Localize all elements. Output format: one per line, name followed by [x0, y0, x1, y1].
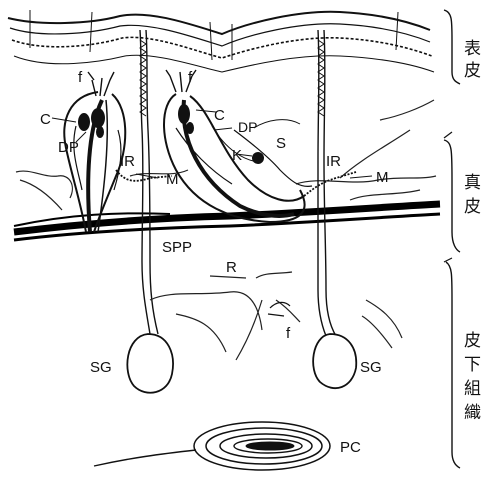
right-hair-follicle: [164, 70, 312, 222]
layer-epidermis-char2: 皮: [464, 61, 481, 81]
label-spp: SPP: [162, 239, 192, 256]
epidermis-layer: [8, 10, 434, 72]
label-k: K: [232, 147, 242, 164]
layer-epidermis-char1: 表: [464, 39, 481, 59]
label-r: R: [226, 259, 237, 276]
label-sg-right: SG: [360, 359, 382, 376]
layer-divider-1: [444, 132, 452, 138]
right-sweat-gland: [313, 334, 356, 388]
layer-subcutis-char2: 下: [464, 355, 481, 375]
layer-brackets: [444, 10, 460, 468]
layer-subcutis-char4: 織: [464, 403, 481, 423]
layer-subcutis-char1: 皮: [464, 331, 481, 351]
label-f-right: f: [188, 69, 193, 86]
label-s: S: [276, 135, 286, 152]
label-sg-left: SG: [90, 359, 112, 376]
left-sweat-gland: [127, 334, 173, 393]
label-c-left: C: [40, 111, 51, 128]
right-arrector-pili: [304, 172, 356, 196]
label-f-lower: f: [286, 325, 291, 342]
layer-divider-2: [444, 258, 452, 262]
label-dp-left: DP: [58, 139, 79, 156]
layer-dermis-char1: 真: [464, 173, 481, 193]
layer-dermis-char2: 皮: [464, 197, 481, 217]
left-sweat-duct: [140, 30, 158, 334]
label-pc: PC: [340, 439, 361, 456]
label-dp-right: DP: [238, 119, 257, 135]
label-f-left: f: [78, 69, 83, 86]
label-m-left: M: [166, 171, 179, 188]
label-ir-right: IR: [326, 153, 341, 170]
label-ir-left: IR: [120, 153, 135, 170]
right-sweat-duct: [318, 30, 336, 336]
label-m-right: M: [376, 169, 389, 186]
layer-subcutis-char3: 組: [464, 379, 481, 399]
subcutis-fibers: [150, 272, 402, 360]
label-c-right: C: [214, 107, 225, 124]
subpapillary-plexus: [14, 204, 440, 240]
merkel-cell-k: [252, 152, 264, 164]
pacinian-corpuscle: [94, 422, 330, 470]
